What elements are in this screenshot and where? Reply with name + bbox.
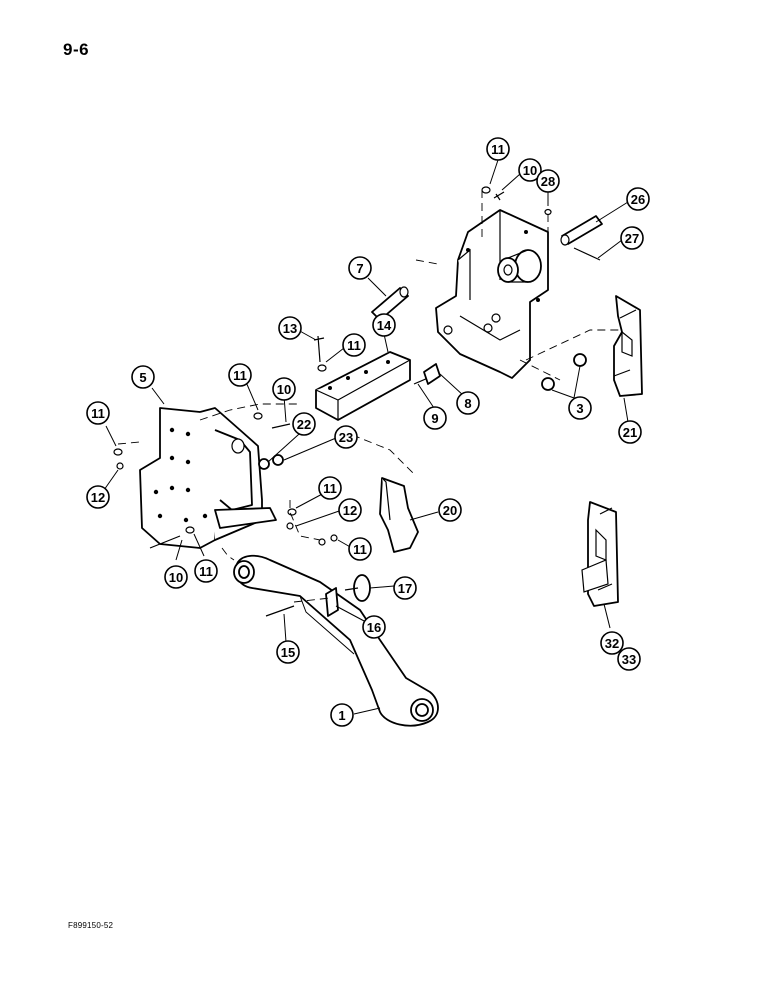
svg-text:11: 11 — [199, 564, 213, 579]
callout-12: 12 — [338, 498, 362, 522]
callout-11: 11 — [86, 401, 110, 425]
svg-text:27: 27 — [625, 231, 639, 246]
svg-text:32: 32 — [605, 636, 619, 651]
callout-33: 33 — [617, 647, 641, 671]
callout-10: 10 — [272, 377, 296, 401]
callout-17: 17 — [393, 576, 417, 600]
svg-text:33: 33 — [622, 652, 636, 667]
svg-text:15: 15 — [281, 645, 295, 660]
svg-text:1: 1 — [338, 708, 345, 723]
callout-3: 3 — [568, 396, 592, 420]
callout-14: 14 — [372, 313, 396, 337]
callout-28: 28 — [536, 169, 560, 193]
callouts: 11 10 28 26 27 7 13 14 11 5 11 10 11 22 … — [86, 137, 650, 727]
callout-22: 22 — [292, 412, 316, 436]
callout-32: 32 — [600, 631, 624, 655]
callout-9: 9 — [423, 406, 447, 430]
callout-12: 12 — [86, 485, 110, 509]
svg-text:8: 8 — [464, 396, 471, 411]
callout-15: 15 — [276, 640, 300, 664]
callout-7: 7 — [348, 256, 372, 280]
page-number: 9-6 — [63, 40, 90, 59]
callout-11: 11 — [348, 537, 372, 561]
svg-text:16: 16 — [367, 620, 381, 635]
plate-part-21 — [613, 295, 643, 397]
callout-26: 26 — [626, 187, 650, 211]
callout-16: 16 — [362, 615, 386, 639]
svg-text:12: 12 — [343, 503, 357, 518]
callout-23: 23 — [334, 425, 358, 449]
callout-11: 11 — [228, 363, 252, 387]
svg-text:20: 20 — [443, 503, 457, 518]
svg-text:10: 10 — [277, 382, 291, 397]
callout-21: 21 — [618, 420, 642, 444]
callout-10: 10 — [164, 565, 188, 589]
svg-text:26: 26 — [631, 192, 645, 207]
svg-text:10: 10 — [523, 163, 537, 178]
bracket-part-32-33 — [581, 501, 619, 607]
svg-text:22: 22 — [297, 417, 311, 432]
callout-10: 10 — [518, 158, 542, 182]
callout-11: 11 — [486, 137, 510, 161]
callout-11: 11 — [194, 559, 218, 583]
block-part-14 — [315, 351, 411, 421]
plate-part-20 — [379, 477, 419, 553]
pin-part-26 — [560, 215, 603, 246]
svg-text:21: 21 — [623, 425, 637, 440]
callout-8: 8 — [456, 391, 480, 415]
svg-text:9: 9 — [431, 411, 438, 426]
callout-13: 13 — [278, 316, 302, 340]
svg-text:17: 17 — [398, 581, 412, 596]
svg-text:3: 3 — [576, 401, 583, 416]
svg-text:7: 7 — [356, 261, 363, 276]
callout-27: 27 — [620, 226, 644, 250]
svg-text:23: 23 — [339, 430, 353, 445]
svg-text:11: 11 — [323, 481, 337, 496]
callout-5: 5 — [131, 365, 155, 389]
svg-text:11: 11 — [233, 368, 247, 383]
callout-11: 11 — [342, 333, 366, 357]
svg-text:14: 14 — [377, 318, 392, 333]
svg-text:11: 11 — [491, 142, 505, 157]
arm-part-1 — [233, 554, 439, 727]
svg-text:11: 11 — [353, 542, 367, 557]
leader-lines — [103, 159, 629, 715]
bracket-part-5 — [139, 407, 277, 549]
svg-text:28: 28 — [541, 174, 555, 189]
callout-11: 11 — [318, 476, 342, 500]
alignment-lines — [117, 190, 620, 603]
svg-text:5: 5 — [139, 370, 146, 385]
callout-20: 20 — [438, 498, 462, 522]
svg-text:11: 11 — [91, 406, 105, 421]
svg-text:11: 11 — [347, 338, 361, 353]
figure-code: F899150-52 — [68, 921, 114, 930]
upper-bracket-assembly — [435, 209, 549, 379]
svg-text:12: 12 — [91, 490, 105, 505]
callout-1: 1 — [330, 703, 354, 727]
svg-text:13: 13 — [283, 321, 297, 336]
svg-text:10: 10 — [169, 570, 183, 585]
disc-part-17 — [325, 574, 371, 617]
